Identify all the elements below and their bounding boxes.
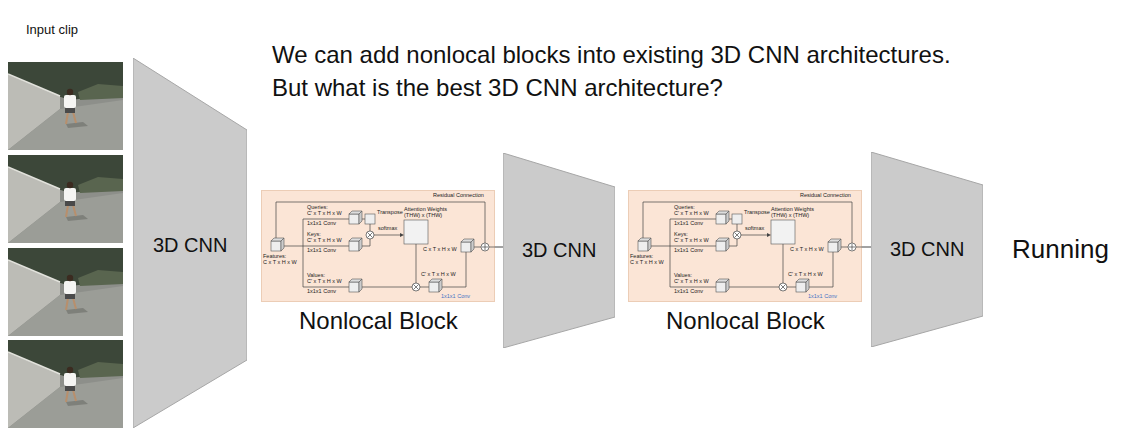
block-caption: Nonlocal Block bbox=[666, 307, 825, 336]
figure-label: C x T x H x W bbox=[790, 247, 824, 253]
figure-label: C' x T x H x W bbox=[674, 238, 709, 244]
slide-title: We can add nonlocal blocks into existing… bbox=[272, 38, 957, 104]
figure-label: C' x T x H x W bbox=[307, 279, 342, 285]
output-label: Running bbox=[1012, 234, 1109, 265]
nonlocal-block: Residual ConnectionQueries:C' x T x H x … bbox=[261, 190, 495, 340]
layer-label: 3D CNN bbox=[522, 238, 596, 262]
figure-label: 1x1x1 Conv bbox=[307, 221, 336, 227]
cnn-trapezoid: 3D CNN bbox=[871, 152, 983, 347]
figure-label: Keys: bbox=[307, 232, 321, 238]
trapezoid-outline bbox=[871, 152, 983, 347]
figure-label: C' x T x H x W bbox=[674, 279, 709, 285]
figure-label: 1x1x1 Conv bbox=[307, 289, 336, 295]
figure-label: C x T x H x W bbox=[263, 260, 297, 266]
figure-label: Values: bbox=[674, 273, 692, 279]
figure-label: C' x T x H x W bbox=[307, 238, 342, 244]
clip-label: Input clip bbox=[26, 22, 78, 38]
nonlocal-figure bbox=[261, 190, 495, 302]
figure-label: 1x1x1 Conv bbox=[307, 248, 336, 254]
figure-label: C' x T x H x W bbox=[421, 272, 456, 278]
nonlocal-wiring bbox=[638, 202, 862, 292]
layer-label: 3D CNN bbox=[890, 237, 964, 261]
nonlocal-panel: Residual ConnectionQueries:C' x T x H x … bbox=[261, 190, 495, 302]
figure-label: C x T x H x W bbox=[630, 260, 664, 266]
input-frames bbox=[8, 62, 123, 428]
trapezoid-outline bbox=[503, 153, 615, 348]
layer-label: 3D CNN bbox=[153, 233, 227, 257]
figure-label: softmax bbox=[378, 226, 397, 232]
nonlocal-figure bbox=[628, 190, 862, 302]
figure-label: Keys: bbox=[674, 232, 688, 238]
figure-label: C' x T x H x W bbox=[307, 211, 342, 217]
figure-label: C' x T x H x W bbox=[674, 211, 709, 217]
nonlocal-panel: Residual ConnectionQueries:C' x T x H x … bbox=[628, 190, 862, 302]
nonlocal-wiring bbox=[271, 202, 495, 292]
figure-label: Attention Weights bbox=[771, 207, 814, 213]
figure-label: (THW) x (THW) bbox=[771, 213, 809, 219]
figure-label: (THW) x (THW) bbox=[404, 213, 442, 219]
figure-label: C' x T x H x W bbox=[788, 272, 823, 278]
figure-label: 1x1x1 Conv bbox=[808, 294, 837, 300]
figure-label: Transpose bbox=[377, 210, 403, 216]
figure-label: 1x1x1 Conv bbox=[674, 221, 703, 227]
figure-label: Features: bbox=[263, 254, 286, 260]
figure-label: Queries: bbox=[674, 205, 695, 211]
figure-label: Residual Connection bbox=[433, 193, 484, 199]
trapezoid-outline bbox=[133, 58, 247, 428]
connector bbox=[862, 247, 871, 248]
cnn-trapezoid: 3D CNN bbox=[133, 58, 247, 428]
figure-label: Queries: bbox=[307, 205, 328, 211]
figure-label: Attention Weights bbox=[404, 207, 447, 213]
figure-label: 1x1x1 Conv bbox=[441, 294, 470, 300]
block-caption: Nonlocal Block bbox=[299, 307, 458, 336]
figure-label: C x T x H x W bbox=[423, 247, 457, 253]
cnn-trapezoid: 3D CNN bbox=[503, 153, 615, 348]
figure-label: softmax bbox=[745, 226, 764, 232]
figure-label: Values: bbox=[307, 273, 325, 279]
connector bbox=[495, 247, 503, 248]
figure-label: 1x1x1 Conv bbox=[674, 248, 703, 254]
figure-label: Residual Connection bbox=[800, 193, 851, 199]
figure-label: Features: bbox=[630, 254, 653, 260]
nonlocal-block: Residual ConnectionQueries:C' x T x H x … bbox=[628, 190, 862, 340]
figure-label: 1x1x1 Conv bbox=[674, 289, 703, 295]
figure-label: Transpose bbox=[744, 210, 770, 216]
